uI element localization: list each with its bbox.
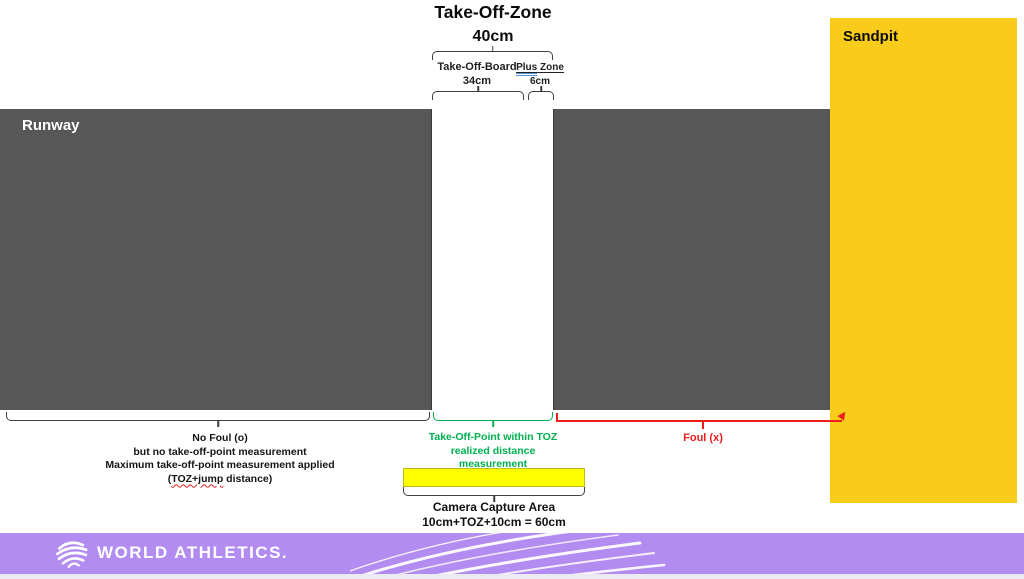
take-off-zone-width: 40cm <box>472 28 514 45</box>
footer-swoosh-decoration <box>350 533 666 574</box>
foul-line-center-tick <box>702 421 704 429</box>
world-athletics-globe-icon <box>56 541 88 568</box>
plus-zone-width: 6cm <box>529 76 551 87</box>
camera-capture-bar <box>403 468 585 487</box>
take-off-board-width: 34cm <box>462 75 492 87</box>
footer-bar: WORLD ATHLETICS. <box>0 533 1024 574</box>
take-off-board-label: Take-Off-Board <box>437 61 517 73</box>
camera-capture-note: Camera Capture Area 10cm+TOZ+10cm = 60cm <box>422 500 566 530</box>
toz-width-brace <box>432 51 553 60</box>
foul-label: Foul (x) <box>683 432 723 444</box>
toz-measurement-line1: Take-Off-Point within TOZ <box>428 431 558 443</box>
plus-zone-width-brace <box>528 91 554 100</box>
board-width-brace <box>432 91 524 100</box>
runway-label: Runway <box>22 117 80 134</box>
plus-zone-label: Plus Zone <box>516 62 564 76</box>
camera-capture-line1: Camera Capture Area <box>432 500 556 514</box>
foul-line-left-tick <box>556 413 558 421</box>
take-off-zone-title: Take-Off-Zone <box>434 2 552 22</box>
no-foul-line3: Maximum take-off-point measurement appli… <box>105 459 335 471</box>
plus-zone-word-zone: Zone <box>537 62 564 73</box>
toz-jump-wavy-text: TOZ+jump <box>171 472 224 485</box>
toz-measurement-brace <box>433 412 553 421</box>
sandpit-area: Sandpit <box>830 18 1017 503</box>
sandpit-label: Sandpit <box>843 28 898 45</box>
camera-capture-brace <box>403 487 585 496</box>
take-off-zone-strip <box>431 109 554 410</box>
toz-measurement-line2: realized distance <box>450 444 536 457</box>
runway-area-left: Runway <box>0 109 431 410</box>
plus-zone-word-plus: Plus <box>516 62 538 76</box>
no-foul-line1: No Foul (o) <box>192 432 248 444</box>
runway-area-right <box>554 109 830 410</box>
no-foul-note: No Foul (o) but no take-off-point measur… <box>105 432 334 486</box>
world-athletics-wordmark: WORLD ATHLETICS. <box>97 543 289 562</box>
bottom-margin-strip <box>0 574 1024 579</box>
foul-line <box>556 420 842 422</box>
toz-measurement-line3: measurement <box>458 458 528 470</box>
camera-capture-line2: 10cm+TOZ+10cm = 60cm <box>422 515 566 529</box>
no-foul-range-brace <box>6 412 430 421</box>
toz-measurement-note: Take-Off-Point within TOZ realized dista… <box>429 431 558 472</box>
no-foul-line2: but no take-off-point measurement <box>133 445 307 458</box>
no-foul-line4: (TOZ+jump distance) <box>167 472 273 485</box>
